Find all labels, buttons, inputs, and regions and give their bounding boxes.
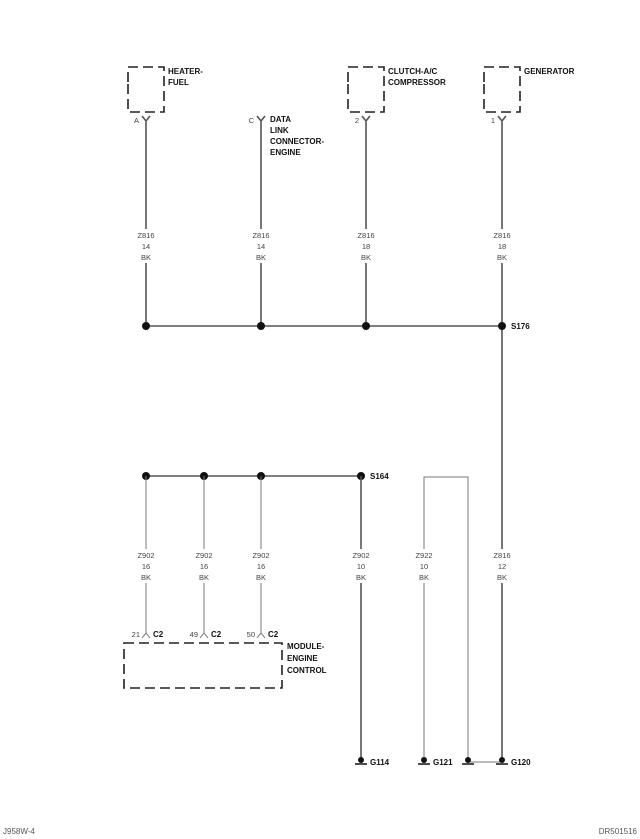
- wire-gauge: 16: [142, 562, 150, 571]
- pin-heater: A: [134, 116, 139, 125]
- wire-gauge: 14: [142, 242, 150, 251]
- data-link-connector-labels: DATA LINK CONNECTOR- ENGINE: [270, 115, 324, 157]
- wire-color: BK: [256, 253, 266, 262]
- c2-label: C2: [153, 630, 164, 639]
- lower-wire-labels: Z902 16 BK Z902 16 BK Z902 16 BK Z902 10…: [134, 549, 514, 583]
- wire-circuit: Z816: [357, 231, 374, 240]
- s176-label: S176: [511, 322, 530, 331]
- wire-color: BK: [141, 573, 151, 582]
- clutch-label-1: CLUTCH-A/C: [388, 67, 438, 76]
- top-wire-labels: Z816 14 BK Z816 14 BK Z816 18 BK Z816 18…: [134, 229, 514, 263]
- wire-circuit: Z902: [252, 551, 269, 560]
- module-label-3: CONTROL: [287, 666, 327, 675]
- wire-gauge: 10: [420, 562, 428, 571]
- wire-gauge: 16: [200, 562, 208, 571]
- heater-fuel-component: HEATER- FUEL: [127, 66, 203, 113]
- ground-icon: [355, 757, 367, 765]
- g121-label: G121: [433, 758, 453, 767]
- wire-circuit: Z902: [195, 551, 212, 560]
- wire-circuit: Z902: [137, 551, 154, 560]
- clutch-compressor-component: CLUTCH-A/C COMPRESSOR: [347, 66, 446, 113]
- ground-icon: [496, 757, 508, 765]
- pin-clutch: 2: [355, 116, 359, 125]
- pin-21: 21: [132, 630, 140, 639]
- module-label-2: ENGINE: [287, 654, 318, 663]
- wire-color: BK: [419, 573, 429, 582]
- wire-color: BK: [256, 573, 266, 582]
- wire-circuit: Z816: [493, 231, 510, 240]
- wire-circuit: Z816: [252, 231, 269, 240]
- data-link-label-4: ENGINE: [270, 148, 301, 157]
- wire-color: BK: [361, 253, 371, 262]
- wire-gauge: 16: [257, 562, 265, 571]
- data-link-label-1: DATA: [270, 115, 291, 124]
- s164-label: S164: [370, 472, 389, 481]
- wire-color: BK: [497, 253, 507, 262]
- grounds: G114 G121 G120: [355, 757, 531, 767]
- ground-icon: [418, 757, 430, 765]
- wire-circuit: Z922: [415, 551, 432, 560]
- ground-icon: [462, 757, 474, 765]
- wire-gauge: 18: [498, 242, 506, 251]
- heater-fuel-label-1: HEATER-: [168, 67, 203, 76]
- wire-gauge: 12: [498, 562, 506, 571]
- generator-component: GENERATOR: [483, 66, 575, 113]
- footer-right-code: DR501516: [599, 827, 638, 836]
- c2-connector: 21 C2 49 C2 50 C2: [132, 630, 279, 639]
- pin-50: 50: [247, 630, 255, 639]
- c2-label: C2: [268, 630, 279, 639]
- wire-color: BK: [141, 253, 151, 262]
- module-label-1: MODULE-: [287, 642, 325, 651]
- c2-label: C2: [211, 630, 222, 639]
- footer-left-code: J958W-4: [3, 827, 35, 836]
- wire-circuit: Z816: [137, 231, 154, 240]
- wire-gauge: 10: [357, 562, 365, 571]
- wire-gauge: 18: [362, 242, 370, 251]
- generator-label: GENERATOR: [524, 67, 575, 76]
- data-link-label-2: LINK: [270, 126, 289, 135]
- clutch-label-2: COMPRESSOR: [388, 78, 446, 87]
- heater-fuel-label-2: FUEL: [168, 78, 189, 87]
- wire-circuit: Z902: [352, 551, 369, 560]
- wire-gauge: 14: [257, 242, 265, 251]
- wire-circuit: Z816: [493, 551, 510, 560]
- splice-s164: S164: [142, 472, 389, 481]
- wire-color: BK: [356, 573, 366, 582]
- g120-label: G120: [511, 758, 531, 767]
- data-link-label-3: CONNECTOR-: [270, 137, 324, 146]
- pin-generator: 1: [491, 116, 495, 125]
- module-engine-control: MODULE- ENGINE CONTROL: [123, 642, 327, 689]
- g114-label: G114: [370, 758, 390, 767]
- pin-data-link: C: [249, 116, 255, 125]
- wire-color: BK: [199, 573, 209, 582]
- top-connectors: A C 2 1: [134, 115, 507, 762]
- pin-49: 49: [190, 630, 198, 639]
- wire-color: BK: [497, 573, 507, 582]
- lower-wires: [141, 476, 502, 763]
- splice-s176: S176: [142, 322, 530, 331]
